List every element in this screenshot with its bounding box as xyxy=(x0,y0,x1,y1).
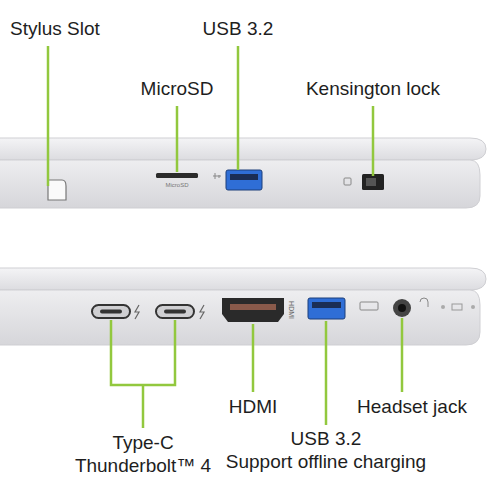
usb-port xyxy=(308,298,345,319)
usb-icon xyxy=(213,173,221,179)
lid xyxy=(0,268,486,290)
headset-icon xyxy=(420,298,428,307)
callout-label: Stylus Slot xyxy=(10,18,100,40)
battery-icon xyxy=(452,304,462,310)
base xyxy=(0,290,480,345)
callout-label: MicroSD xyxy=(141,78,214,100)
bracket xyxy=(111,320,175,385)
laptop-side-top xyxy=(0,138,486,208)
callout-label: USB 3.2 xyxy=(203,18,274,40)
base xyxy=(0,160,480,208)
stylus-slot xyxy=(48,180,66,200)
callout-label: Type-C xyxy=(112,432,173,454)
thunderbolt-icon xyxy=(200,305,204,319)
laptop-side-bottom xyxy=(0,268,486,345)
typec-port xyxy=(156,305,194,318)
usb-tongue xyxy=(230,174,258,180)
callout-label: Thunderbolt™ 4 xyxy=(75,455,211,477)
kensington-slot xyxy=(362,174,384,190)
led xyxy=(441,305,445,309)
callout-label: HDMI xyxy=(229,396,278,418)
typec-port xyxy=(92,305,130,318)
leader-lines-top xyxy=(48,46,373,186)
lock-icon xyxy=(344,178,351,185)
led xyxy=(471,305,475,309)
jack-hole xyxy=(398,304,406,312)
callout-label: Kensington lock xyxy=(306,78,440,100)
callout-label: Support offline charging xyxy=(226,451,426,473)
hdmi-port xyxy=(222,298,284,322)
thunderbolt-icon xyxy=(135,305,139,319)
headset-jack xyxy=(393,299,411,317)
hdmi-pins xyxy=(230,304,276,310)
typec-tongue xyxy=(164,310,186,314)
lid xyxy=(0,138,486,160)
kensington-inner xyxy=(366,178,376,186)
usb-tongue xyxy=(312,302,341,308)
callout-label: USB 3.2 xyxy=(291,428,362,450)
usb-port xyxy=(226,170,262,190)
printed-marking: HDMI xyxy=(287,301,295,319)
callout-label: Headset jack xyxy=(357,396,467,418)
microsd-slot xyxy=(156,173,198,178)
typec-tongue xyxy=(100,310,122,314)
printed-marking: MicroSD xyxy=(165,182,188,189)
usb-charge-icon xyxy=(360,302,378,310)
